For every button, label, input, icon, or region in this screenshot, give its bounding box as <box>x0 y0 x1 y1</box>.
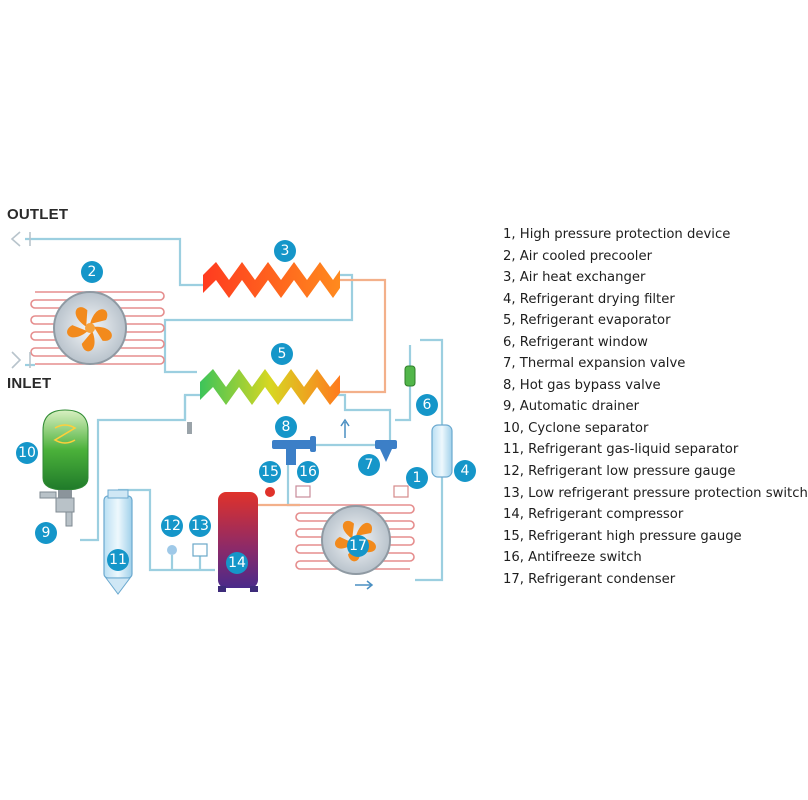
svg-text:4: 4 <box>461 463 470 479</box>
legend-item: 4, Refrigerant drying filter <box>503 291 675 307</box>
badge-5: 5 <box>271 343 293 365</box>
refrigerant-compressor <box>218 492 258 592</box>
inlet-arrow-icon <box>11 351 31 369</box>
low-pressure-switch-icon <box>192 543 208 557</box>
badge-6: 6 <box>416 394 438 416</box>
precooler-return-pipe <box>163 273 354 374</box>
air-heat-exchanger <box>203 262 340 298</box>
precooler-fan-icon <box>67 307 112 352</box>
legend-item: 9, Automatic drainer <box>503 399 640 415</box>
svg-text:15: 15 <box>261 464 279 480</box>
filter-loop-pipe <box>420 338 444 425</box>
badge-9: 9 <box>35 522 57 544</box>
badge-7: 7 <box>358 454 380 476</box>
svg-text:6: 6 <box>423 397 432 413</box>
badge-10: 10 <box>16 442 38 464</box>
legend-item: 11, Refrigerant gas-liquid separator <box>503 442 739 458</box>
refrigerant-evaporator <box>200 369 340 405</box>
separator-pipe <box>118 488 215 572</box>
number-badges: 1 2 3 4 5 6 7 8 9 10 11 12 13 14 15 16 1… <box>16 240 476 574</box>
svg-text:2: 2 <box>88 264 97 280</box>
badge-3: 3 <box>274 240 296 262</box>
outlet-arrow-icon <box>10 231 31 247</box>
legend-item: 5, Refrigerant evaporator <box>503 313 671 329</box>
badge-2: 2 <box>81 261 103 283</box>
badge-11: 11 <box>107 549 129 571</box>
hx-return-pipe <box>330 278 387 394</box>
outlet-pipe <box>25 237 205 287</box>
svg-text:12: 12 <box>163 518 181 534</box>
badge-17: 17 <box>347 535 369 557</box>
svg-text:9: 9 <box>42 525 51 541</box>
legend-item: 6, Refrigerant window <box>503 334 648 350</box>
legend-item: 17, Refrigerant condenser <box>503 571 676 587</box>
automatic-drainer <box>39 491 75 527</box>
condenser-flow-arrow-icon <box>355 580 374 590</box>
badge-14: 14 <box>226 552 248 574</box>
svg-text:17: 17 <box>349 538 367 554</box>
legend-item: 8, Hot gas bypass valve <box>503 377 661 393</box>
pipes <box>25 237 444 582</box>
svg-text:8: 8 <box>282 419 291 435</box>
svg-text:10: 10 <box>18 445 36 461</box>
legend-item: 10, Cyclone separator <box>503 420 649 436</box>
antifreeze-switch-icon <box>295 485 311 498</box>
inlet-label: INLET <box>7 375 52 392</box>
svg-text:1: 1 <box>413 470 422 486</box>
legend-item: 14, Refrigerant compressor <box>503 507 684 523</box>
cyclone-separator <box>42 409 89 498</box>
high-pressure-protection-icon <box>393 485 409 498</box>
high-pressure-gauge-icon <box>265 487 275 497</box>
low-pressure-gauge-icon <box>167 545 177 555</box>
evaporator-bottom-pipe <box>80 393 200 542</box>
svg-text:14: 14 <box>228 555 246 571</box>
legend-item: 13, Low refrigerant pressure protection … <box>503 485 808 501</box>
badge-1: 1 <box>406 467 428 489</box>
evaporator-right-pipe <box>330 393 392 440</box>
svg-text:11: 11 <box>109 552 127 568</box>
badge-16: 16 <box>297 461 319 483</box>
svg-text:3: 3 <box>281 243 290 259</box>
legend-item: 1, High pressure protection device <box>503 227 731 242</box>
legend-item: 12, Refrigerant low pressure gauge <box>503 464 736 480</box>
thermal-expansion-valve <box>375 440 397 462</box>
svg-text:5: 5 <box>278 346 287 362</box>
hot-pipes <box>258 278 387 507</box>
badge-12: 12 <box>161 515 183 537</box>
badge-4: 4 <box>454 460 476 482</box>
hot-gas-bypass-valve <box>272 436 316 465</box>
gas-liquid-separator <box>103 489 133 595</box>
svg-text:16: 16 <box>299 464 317 480</box>
badge-13: 13 <box>189 515 211 537</box>
legend-item: 2, Air cooled precooler <box>503 248 653 264</box>
legend-item: 3, Air heat exchanger <box>503 270 646 286</box>
badge-15: 15 <box>259 461 281 483</box>
component-legend: 1, High pressure protection device 2, Ai… <box>503 224 808 590</box>
filter-down-pipe <box>415 475 444 582</box>
refrigerant-drying-filter <box>431 424 453 478</box>
legend-item: 16, Antifreeze switch <box>503 550 642 566</box>
legend-item: 15, Refrigerant high pressure gauge <box>503 528 742 544</box>
refrigerant-window <box>404 365 416 387</box>
badge-8: 8 <box>275 416 297 438</box>
evaporator-flow-arrow-icon <box>340 418 350 438</box>
svg-text:7: 7 <box>365 457 374 473</box>
air-cooled-precooler <box>30 291 165 365</box>
outlet-label: OUTLET <box>7 206 69 223</box>
evaporator-sensor <box>187 422 192 434</box>
legend-item: 7, Thermal expansion valve <box>503 356 686 372</box>
svg-text:13: 13 <box>191 518 209 534</box>
